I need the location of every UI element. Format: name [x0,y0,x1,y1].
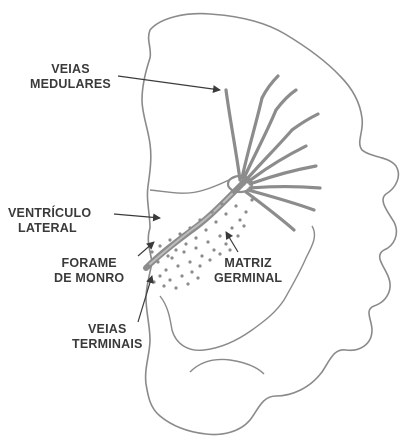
label-matriz-germinal: MATRIZ GERMINAL [214,256,282,286]
label-veias-medulares: VEIAS MEDULARES [30,62,111,92]
brain-outline [142,14,398,435]
inner-contour-base [190,360,264,375]
arrow-veias-terminais [138,276,152,322]
arrow-veias-medulares [118,76,220,90]
arrow-matriz-germinal [226,232,238,252]
arrow-ventriculo-lateral [114,214,160,218]
arrow-forame-de-monro [138,242,154,256]
label-forame-de-monro: FORAME DE MONRO [54,256,124,286]
label-ventriculo-lateral: VENTRÍCULO LATERAL [8,206,91,236]
label-veias-terminais: VEIAS TERMINAIS [72,322,143,352]
medullary-veins [226,76,320,230]
inner-contour [150,176,238,193]
inner-contour-lower [160,226,314,350]
